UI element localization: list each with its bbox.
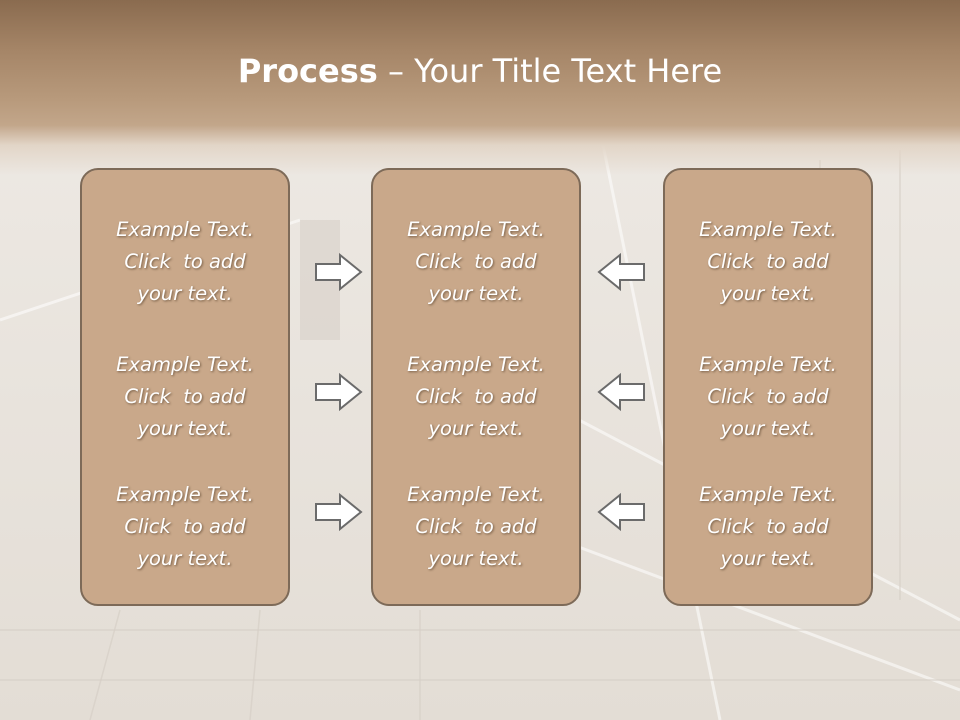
- title-rest: – Your Title Text Here: [377, 52, 723, 90]
- text-line: Example Text.: [407, 353, 545, 376]
- text-line: your text.: [137, 417, 233, 440]
- text-line: Example Text.: [407, 483, 545, 506]
- text-line: Click to add: [124, 250, 246, 273]
- text-line: Example Text.: [116, 483, 254, 506]
- text-line: Click to add: [707, 250, 829, 273]
- text-item[interactable]: Example Text. Click to add your text.: [373, 349, 579, 445]
- text-item[interactable]: Example Text. Click to add your text.: [665, 214, 871, 310]
- text-item[interactable]: Example Text. Click to add your text.: [82, 479, 288, 575]
- left-arrow-icon[interactable]: [596, 252, 646, 292]
- text-item[interactable]: Example Text. Click to add your text.: [82, 349, 288, 445]
- left-arrow-icon[interactable]: [596, 372, 646, 412]
- text-line: your text.: [428, 417, 524, 440]
- text-line: Example Text.: [699, 218, 837, 241]
- text-line: Example Text.: [699, 483, 837, 506]
- left-arrow-icon[interactable]: [596, 492, 646, 532]
- text-line: Click to add: [415, 515, 537, 538]
- text-line: Click to add: [415, 250, 537, 273]
- slide-title[interactable]: Process – Your Title Text Here: [0, 52, 960, 90]
- text-line: your text.: [720, 282, 816, 305]
- text-line: Click to add: [415, 385, 537, 408]
- header-band: [0, 0, 960, 175]
- text-line: your text.: [137, 282, 233, 305]
- title-bold: Process: [237, 52, 378, 90]
- text-line: Click to add: [124, 515, 246, 538]
- process-box-right[interactable]: Example Text. Click to add your text. Ex…: [663, 168, 873, 606]
- text-line: your text.: [428, 547, 524, 570]
- text-line: Click to add: [124, 385, 246, 408]
- right-arrow-icon[interactable]: [314, 252, 364, 292]
- process-box-center[interactable]: Example Text. Click to add your text. Ex…: [371, 168, 581, 606]
- text-item[interactable]: Example Text. Click to add your text.: [373, 214, 579, 310]
- text-item[interactable]: Example Text. Click to add your text.: [82, 214, 288, 310]
- text-line: Click to add: [707, 385, 829, 408]
- text-line: Example Text.: [116, 218, 254, 241]
- text-item[interactable]: Example Text. Click to add your text.: [665, 479, 871, 575]
- right-arrow-icon[interactable]: [314, 372, 364, 412]
- text-item[interactable]: Example Text. Click to add your text.: [373, 479, 579, 575]
- text-line: Example Text.: [699, 353, 837, 376]
- text-line: your text.: [720, 547, 816, 570]
- process-box-left[interactable]: Example Text. Click to add your text. Ex…: [80, 168, 290, 606]
- text-line: your text.: [720, 417, 816, 440]
- text-line: your text.: [428, 282, 524, 305]
- text-line: Example Text.: [116, 353, 254, 376]
- text-item[interactable]: Example Text. Click to add your text.: [665, 349, 871, 445]
- text-line: Click to add: [707, 515, 829, 538]
- right-arrow-icon[interactable]: [314, 492, 364, 532]
- text-line: Example Text.: [407, 218, 545, 241]
- text-line: your text.: [137, 547, 233, 570]
